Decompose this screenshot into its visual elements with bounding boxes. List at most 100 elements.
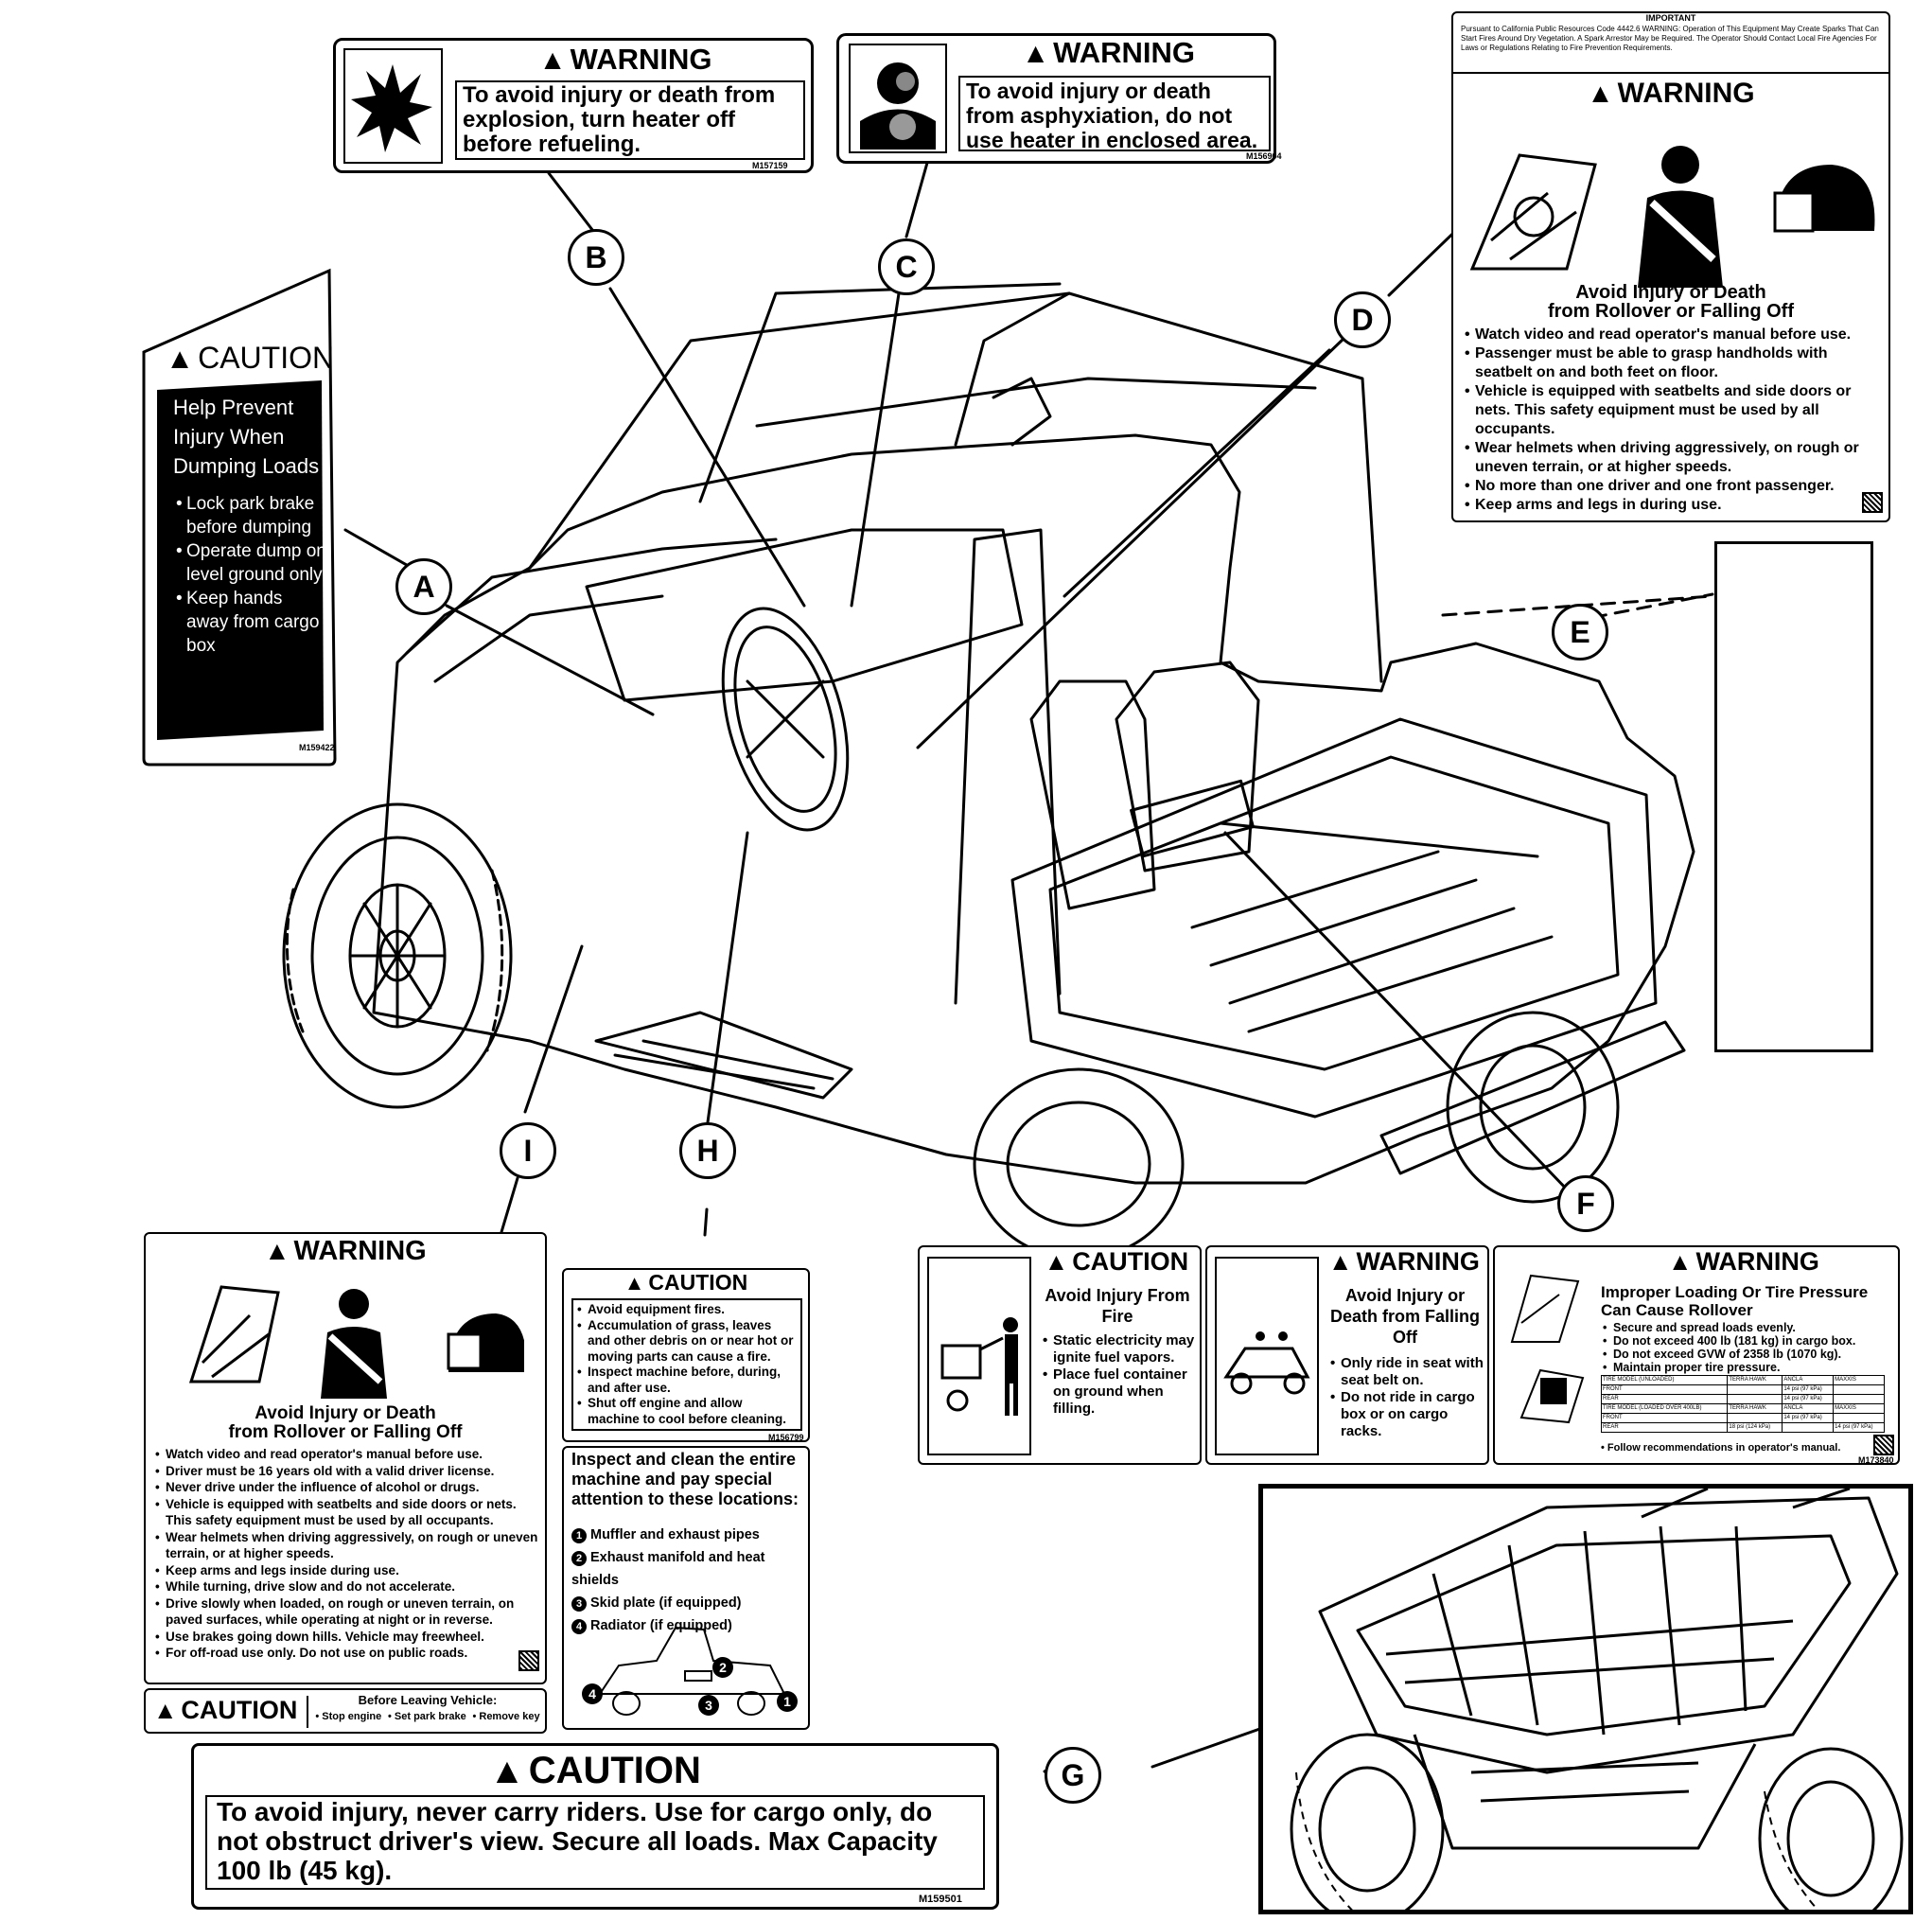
utv-riders-icon — [1215, 1257, 1319, 1455]
decal-f1-bullet: Static electricity may ignite fuel vapor… — [1043, 1332, 1198, 1366]
table-row: TIRE MODEL (LOADED OVER 400LB) TERRA HAW… — [1600, 1403, 1885, 1414]
decal-d-bullet: Passenger must be able to grasp handhold… — [1465, 344, 1877, 382]
decal-i-bullet: For off-road use only. Do not use on pub… — [155, 1645, 539, 1662]
decal-f3-title: Improper Loading Or Tire Pressure Can Ca… — [1601, 1283, 1869, 1319]
decal-h-bullets: Avoid equipment fires. Accumulation of g… — [571, 1298, 802, 1431]
decal-i-bullet: While turning, drive slow and do not acc… — [155, 1578, 539, 1595]
decal-d-bullet: Vehicle is equipped with seatbelts and s… — [1465, 382, 1877, 439]
callout-d: D — [1334, 291, 1391, 348]
decal-f2: ▲WARNING Avoid Injury or Death from Fall… — [1205, 1245, 1489, 1465]
decal-f1-bullet: Place fuel container on ground when fill… — [1043, 1366, 1198, 1418]
callout-g: G — [1045, 1747, 1101, 1804]
decal-d: IMPORTANT Pursuant to California Public … — [1451, 11, 1890, 522]
decal-i-caution-header: ▲CAUTION — [153, 1696, 298, 1724]
decal-a-bullet: Keep hands away from cargo box — [176, 587, 327, 658]
leaving-item: • Remove key — [472, 1711, 540, 1722]
location-number-badge: 4 — [571, 1619, 587, 1634]
callout-c: C — [878, 238, 935, 295]
callout-b: B — [568, 229, 624, 286]
front-rack-illustration — [1290, 1489, 1904, 1910]
qr-code-icon — [1862, 492, 1883, 513]
warning-triangle-icon: ▲ — [1044, 1249, 1069, 1276]
svg-text:3: 3 — [705, 1698, 712, 1713]
rollover-load-icons — [1510, 1274, 1585, 1424]
warning-triangle-icon: ▲ — [264, 1236, 290, 1265]
qr-code-icon — [518, 1650, 539, 1671]
decal-h-bullet: Avoid equipment fires. — [577, 1302, 797, 1318]
inspect-title: Inspect and clean the entire machine and… — [571, 1450, 799, 1508]
rollover-seatbelt-helmet-icons — [1469, 146, 1875, 288]
decal-b: ▲WARNING To avoid injury or death from e… — [333, 38, 814, 173]
decal-d-bullet: Keep arms and legs in during use. — [1465, 496, 1877, 515]
table-row: REAR 14 psi (97 kPa) — [1600, 1394, 1885, 1404]
decal-d-header: ▲WARNING — [1587, 78, 1755, 109]
utv-inspection-diagram: 4 2 3 1 — [582, 1626, 798, 1716]
decal-b-code: M157159 — [752, 161, 788, 170]
decal-a-header: ▲CAUTION — [166, 341, 335, 375]
decal-d-bullet: Watch video and read operator's manual b… — [1465, 326, 1877, 344]
callout-h: H — [679, 1122, 736, 1179]
location-number-badge: 2 — [571, 1551, 587, 1566]
warning-triangle-icon: ▲ — [153, 1698, 178, 1724]
decal-a-line: Dumping Loads — [173, 454, 320, 478]
location-number-badge: 3 — [571, 1596, 587, 1612]
decal-a-bullet: Operate dump on level ground only — [176, 539, 327, 587]
callout-a: A — [395, 558, 452, 615]
svg-text:4: 4 — [588, 1686, 596, 1701]
warning-triangle-icon: ▲ — [1022, 38, 1050, 69]
decal-f3-bullets: Secure and spread loads evenly. Do not e… — [1603, 1321, 1896, 1374]
leaving-items: • Stop engine • Set park brake • Remove … — [312, 1711, 543, 1722]
warning-triangle-icon: ▲ — [166, 343, 195, 375]
decal-f1-title: Avoid Injury From Fire — [1045, 1286, 1190, 1326]
decal-f2-title: Avoid Injury or Death from Falling Off — [1329, 1286, 1480, 1347]
decal-i-bullet: Never drive under the influence of alcoh… — [155, 1479, 539, 1496]
warning-triangle-icon: ▲ — [624, 1271, 645, 1295]
decal-h-code: M156799 — [768, 1433, 804, 1442]
table-row: TIRE MODEL (UNLOADED) TERRA HAWK ANCLA M… — [1600, 1375, 1885, 1385]
decal-c: ▲WARNING To avoid injury or death from a… — [836, 33, 1282, 164]
important-title: IMPORTANT — [1645, 13, 1696, 23]
decal-g-header: ▲CAUTION — [489, 1750, 701, 1791]
decal-i-bullet: Drive slowly when loaded, on rough or un… — [155, 1595, 539, 1629]
decal-e-blank — [1714, 541, 1873, 1052]
leaving-item: • Stop engine — [315, 1711, 382, 1722]
decal-i-bullet: Keep arms and legs inside during use. — [155, 1562, 539, 1579]
decal-h-header: ▲CAUTION — [624, 1270, 748, 1295]
decal-i-leaving: ▲CAUTION Before Leaving Vehicle: • Stop … — [144, 1688, 547, 1734]
decal-c-header: ▲WARNING — [1022, 36, 1195, 69]
decal-f2-header: ▲WARNING — [1328, 1247, 1480, 1276]
decal-f3-bullet: Maintain proper tire pressure. — [1603, 1361, 1896, 1374]
fuel-fill-icon — [927, 1257, 1031, 1455]
decal-c-text: To avoid injury or death from asphyxiati… — [958, 76, 1271, 152]
tire-pressure-table: TIRE MODEL (UNLOADED) TERRA HAWK ANCLA M… — [1600, 1375, 1885, 1433]
decal-i-title-1: Avoid Injury or Death — [255, 1403, 436, 1423]
decal-g: ▲CAUTION To avoid injury, never carry ri… — [191, 1743, 999, 1910]
svg-text:2: 2 — [719, 1660, 727, 1675]
important-text: Pursuant to California Public Resources … — [1461, 25, 1879, 52]
decal-f3-bullet: Do not exceed 400 lb (181 kg) in cargo b… — [1603, 1334, 1896, 1348]
decal-i-bullet: Vehicle is equipped with seatbelts and s… — [155, 1496, 539, 1529]
explosion-icon — [343, 48, 443, 164]
decal-a-line: Help Prevent — [173, 396, 294, 419]
decal-f3-footer: • Follow recommendations in operator's m… — [1601, 1442, 1841, 1454]
table-row: FRONT 14 psi (97 kPa) — [1600, 1413, 1885, 1423]
decal-f1-header: ▲CAUTION — [1044, 1247, 1189, 1276]
decal-i-bullets: Watch video and read operator's manual b… — [155, 1446, 539, 1662]
callout-e: E — [1552, 604, 1608, 661]
decal-d-bullet: Wear helmets when driving aggressively, … — [1465, 439, 1877, 477]
decal-f3-bullet: Do not exceed GVW of 2358 lb (1070 kg). — [1603, 1348, 1896, 1361]
warning-triangle-icon: ▲ — [489, 1752, 525, 1791]
decal-f2-bullet: Do not ride in cargo box or on cargo rac… — [1330, 1389, 1485, 1440]
decal-d-title-1: Avoid Injury or Death — [1575, 282, 1766, 303]
decal-i-bullet: Wear helmets when driving aggressively, … — [155, 1529, 539, 1562]
decal-d-title-2: from Rollover or Falling Off — [1547, 301, 1794, 322]
decal-f3-bullet: Secure and spread loads evenly. — [1603, 1321, 1896, 1334]
decal-d-bullets: Watch video and read operator's manual b… — [1465, 326, 1877, 515]
decal-a-line: Injury When — [173, 425, 285, 449]
inset-front-rack-detail — [1258, 1484, 1913, 1914]
decal-h-bullet: Inspect machine before, during, and afte… — [577, 1365, 797, 1396]
